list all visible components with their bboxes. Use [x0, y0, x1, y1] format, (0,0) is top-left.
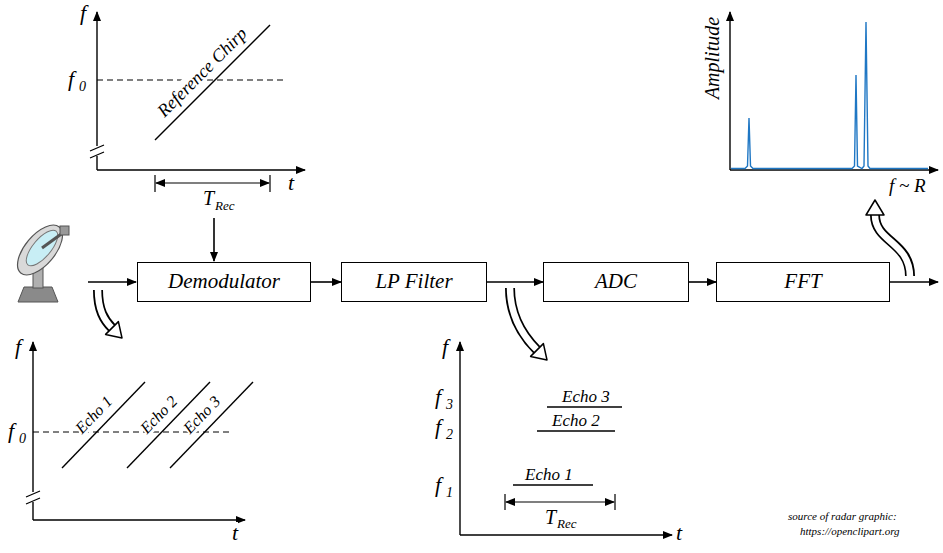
axis	[97, 169, 305, 170]
signal-arrow	[890, 281, 938, 283]
diagram-label: t	[232, 522, 238, 544]
diagram-label: T	[203, 188, 214, 208]
diagram-label: f	[68, 68, 74, 90]
echo-line	[62, 382, 145, 468]
axis-break	[26, 491, 40, 504]
radar-icon	[9, 217, 71, 302]
diagram-label: f	[435, 416, 441, 438]
axis-break	[90, 145, 104, 158]
axis	[730, 169, 938, 170]
diagram-label: Reference Chirp	[154, 24, 250, 120]
axis	[729, 12, 730, 170]
diagram-label: Echo 2	[138, 393, 181, 436]
hollow-arrow-head	[106, 322, 122, 338]
box-label: LP Filter	[375, 270, 452, 293]
diagram-label: f	[8, 420, 14, 442]
process-box: ADC	[543, 262, 689, 302]
diagram-label: Echo 3	[562, 388, 610, 405]
diagram-label: Echo 1	[525, 466, 573, 483]
diagram-label: f	[15, 336, 21, 358]
box-label: ADC	[595, 270, 637, 293]
diagram-label: 3	[446, 398, 453, 412]
hollow-arrow	[98, 289, 122, 338]
radar-horn	[60, 226, 69, 235]
axis	[33, 519, 245, 520]
diagram-label: 0	[79, 80, 86, 94]
chirp-line	[155, 25, 270, 140]
echo-line	[170, 382, 253, 468]
process-box: LP Filter	[341, 262, 487, 302]
diagram-label: source of radar graphic:	[788, 511, 897, 522]
hollow-arrow-head	[866, 200, 884, 215]
hollow-arrow-outline	[510, 288, 537, 350]
signal-arrow	[88, 281, 136, 283]
hollow-arrow-head	[531, 344, 547, 360]
dashed-line	[33, 432, 232, 433]
hollow-arrow-fill	[510, 287, 537, 350]
tick	[505, 494, 615, 510]
diagram-label: Rec	[557, 517, 576, 530]
diagram-label: 2	[446, 428, 453, 442]
hollow-arrow-fill	[98, 289, 112, 328]
box-label: Demodulator	[168, 270, 280, 293]
diagram-label: Echo 1	[73, 393, 116, 436]
diagram-label: t	[288, 172, 294, 194]
axis	[460, 534, 672, 535]
process-box: Demodulator	[137, 262, 311, 302]
radar-base	[18, 287, 58, 302]
box-label: FFT	[784, 270, 821, 293]
diagram-label: f	[80, 2, 86, 24]
hollow-arrow-outline	[98, 290, 112, 328]
signal-arrow	[213, 218, 215, 261]
diagram-label: f	[435, 386, 441, 408]
connector-arrow	[689, 281, 716, 283]
beat-line	[513, 484, 593, 485]
beat-line	[547, 406, 622, 407]
process-box: FFT	[716, 262, 890, 302]
diagram-label: f	[435, 474, 441, 496]
diagram-label: 1	[446, 486, 453, 500]
diagram-label: Amplitude	[702, 17, 722, 99]
diagram-label: Echo 2	[552, 412, 600, 429]
duration-arrow	[156, 182, 269, 183]
diagram-label: https://openclipart.org	[800, 526, 900, 537]
radar-dish-inner	[21, 225, 63, 270]
connector-arrow	[487, 281, 543, 283]
hollow-arrow	[510, 287, 547, 360]
diagram-label: t	[676, 522, 682, 544]
diagram-label: Echo 3	[181, 393, 224, 436]
beat-line	[537, 430, 615, 431]
diagram-label: Rec	[215, 199, 234, 212]
diagram-label: T	[545, 507, 556, 527]
axis	[459, 342, 460, 535]
diagram-label: f	[442, 336, 448, 358]
diagram-label: f ~ R	[889, 176, 926, 195]
connector-arrow	[311, 281, 341, 283]
radar-dish	[9, 217, 71, 282]
spectrum-trace	[731, 22, 928, 169]
diagram-label: 0	[19, 432, 26, 446]
duration-arrow	[506, 501, 614, 502]
